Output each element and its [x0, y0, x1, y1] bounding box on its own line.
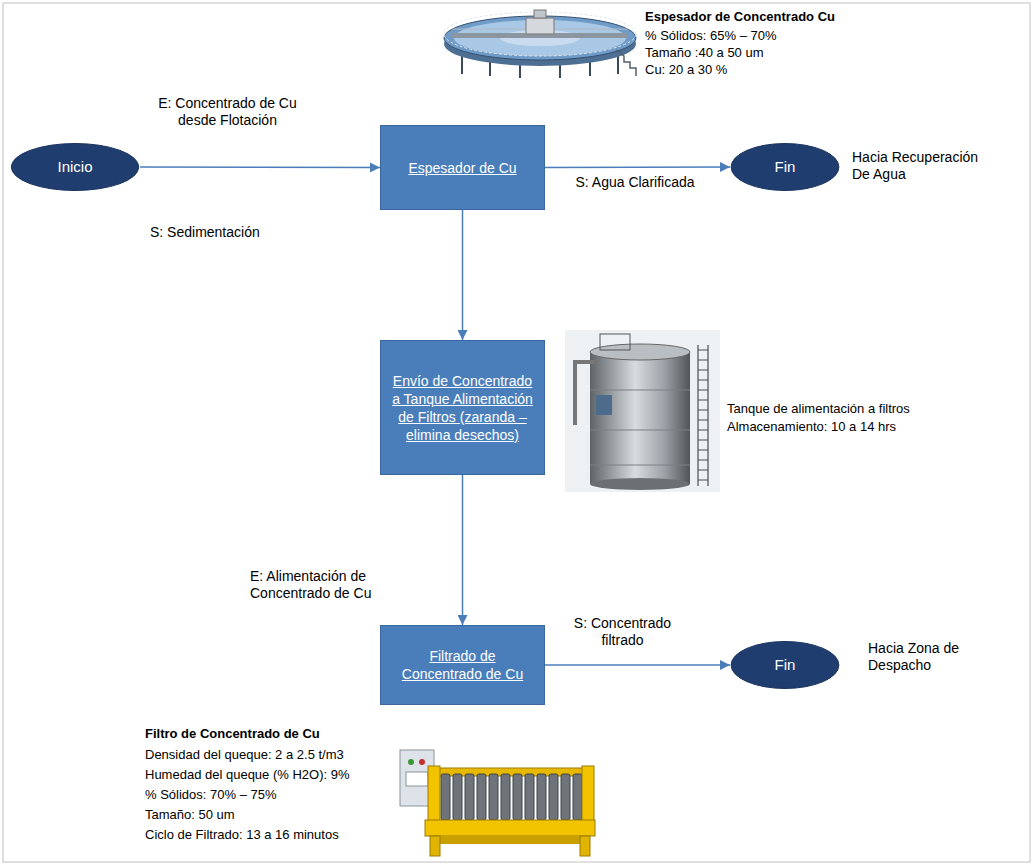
spec-note: Ciclo de Filtrado: 13 a 16 minutos — [145, 826, 385, 843]
spec-note: Humedad del queque (% H2O): 9% — [145, 766, 385, 783]
ladder-rung — [698, 460, 708, 461]
ladder-rung — [698, 360, 708, 361]
flow-arrow — [140, 166, 380, 168]
node-text: Envío de Concentrado a Tanque Alimentaci… — [389, 372, 536, 444]
filter-plate — [513, 774, 522, 820]
filter-plate — [537, 774, 546, 820]
node-text: Filtrado de Concentrado de Cu — [389, 647, 536, 683]
oval-shape — [11, 144, 138, 191]
filter-plate — [561, 774, 570, 820]
flow-arrow — [462, 475, 464, 625]
flow-arrow — [545, 664, 730, 666]
ladder-rung — [698, 430, 708, 431]
feed-tank-illustration — [565, 330, 720, 492]
spec-note: Hacia Recuperación De Agua — [852, 149, 987, 183]
spec-note: Almacenamiento: 10 a 14 hrs — [727, 418, 967, 435]
edge-label: S: Concentrado filtrado — [565, 615, 680, 649]
spec-note: % Sólidos: 70% – 75% — [145, 786, 385, 803]
node-text: Fin — [742, 656, 828, 674]
flow-arrow — [545, 166, 730, 168]
spec-note: Densidad del queque: 2 a 2.5 t/m3 — [145, 746, 385, 763]
ladder-rung — [698, 440, 708, 441]
equipment-title: Espesador de Concentrado Cu — [645, 8, 865, 25]
filter-plate — [549, 774, 558, 820]
thickener-illustration — [444, 10, 636, 78]
terminal-oval: Fin — [730, 640, 840, 690]
node-text: Fin — [742, 158, 828, 176]
flow-arrow — [462, 210, 464, 340]
ladder-rung — [698, 370, 708, 371]
filter-plate — [441, 774, 450, 820]
filter-plate — [465, 774, 474, 820]
ladder-rung — [698, 410, 708, 411]
ladder-rung — [698, 400, 708, 401]
ladder-rung — [698, 470, 708, 471]
node-text: Espesador de Cu — [389, 159, 536, 177]
spec-note: Hacia Zona de Despacho — [868, 640, 968, 674]
spec-note: Tamaño :40 a 50 um — [645, 44, 865, 61]
oval-shape — [731, 642, 839, 689]
edge-label: E: Alimentación de Concentrado de Cu — [250, 568, 380, 602]
filter-plate — [489, 774, 498, 820]
terminal-oval: Fin — [730, 142, 840, 192]
filter-plate — [525, 774, 534, 820]
edge-label: S: Agua Clarificada — [555, 174, 715, 191]
ladder-rung — [698, 380, 708, 381]
filter-plate — [501, 774, 510, 820]
terminal-oval: Inicio — [10, 142, 140, 192]
spec-note: Tanque de alimentación a filtros — [727, 400, 967, 417]
process-box: Espesador de Cu — [380, 125, 545, 210]
outer-frame — [3, 3, 1030, 862]
filter-plate — [453, 774, 462, 820]
spec-note: Tamaño: 50 um — [145, 806, 385, 823]
equipment-title: Filtro de Concentrado de Cu — [145, 725, 385, 742]
spec-note: Cu: 20 a 30 % — [645, 61, 865, 78]
filter-plate — [477, 774, 486, 820]
oval-shape — [731, 144, 839, 191]
ladder-rung — [698, 480, 708, 481]
edge-label: S: Sedimentación — [150, 224, 300, 241]
ladder-rung — [698, 390, 708, 391]
process-box: Filtrado de Concentrado de Cu — [380, 625, 545, 705]
spec-note: % Sólidos: 65% – 70% — [645, 27, 865, 44]
filter-press-illustration — [400, 750, 595, 856]
process-box: Envío de Concentrado a Tanque Alimentaci… — [380, 340, 545, 475]
ladder-rung — [698, 350, 708, 351]
node-text: Inicio — [22, 158, 128, 176]
filter-plate — [573, 774, 582, 820]
edge-label: E: Concentrado de Cu desde Flotación — [150, 95, 305, 129]
ladder-rung — [698, 420, 708, 421]
ladder-rung — [698, 450, 708, 451]
